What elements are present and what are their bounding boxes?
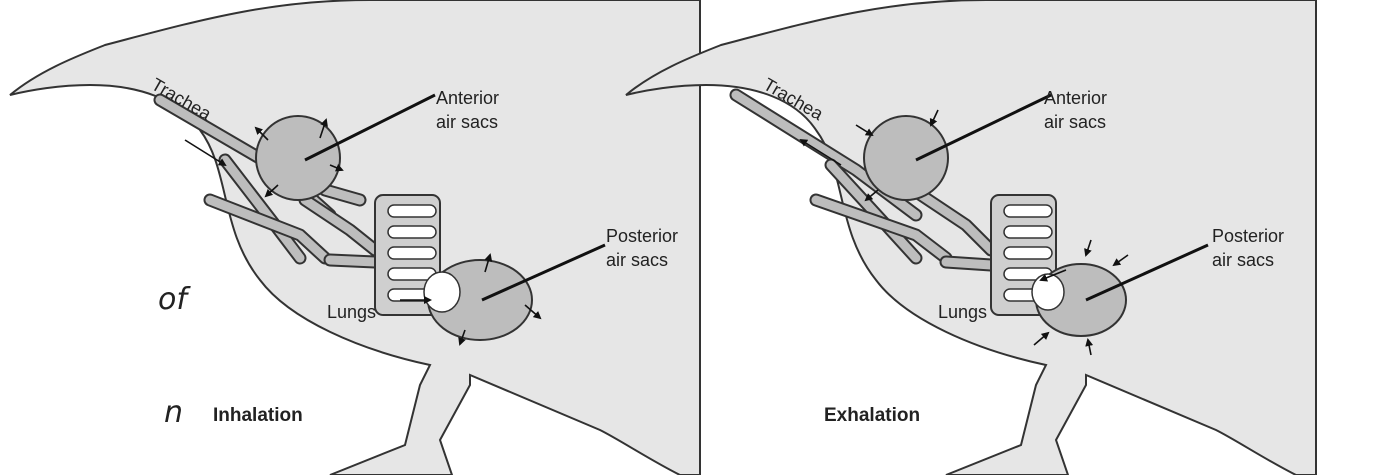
posterior-air-sacs-label-line1: Posterior [1212,226,1284,246]
phase-label: Inhalation [213,405,303,426]
lungs-label: Lungs [327,302,376,322]
anterior-air-sacs-label-line1: Anterior [436,88,499,108]
lungs-label: Lungs [938,302,987,322]
anterior-air-sac [256,116,340,200]
anterior-air-sacs-label-line2: air sacs [436,112,498,132]
exhalation-panel: Trachea Anterior air sacs Posterior air … [626,0,1316,475]
anterior-air-sac [864,116,948,200]
posterior-air-sacs-label-line1: Posterior [606,226,678,246]
posterior-air-sacs-label-line2: air sacs [1212,250,1274,270]
posterior-air-sacs-label-line2: air sacs [606,250,668,270]
anterior-air-sacs-label-line2: air sacs [1044,112,1106,132]
inhalation-panel: Trachea Anterior air sacs Posterior air … [10,0,700,475]
phase-label: Exhalation [824,405,920,426]
anterior-air-sacs-label-line1: Anterior [1044,88,1107,108]
